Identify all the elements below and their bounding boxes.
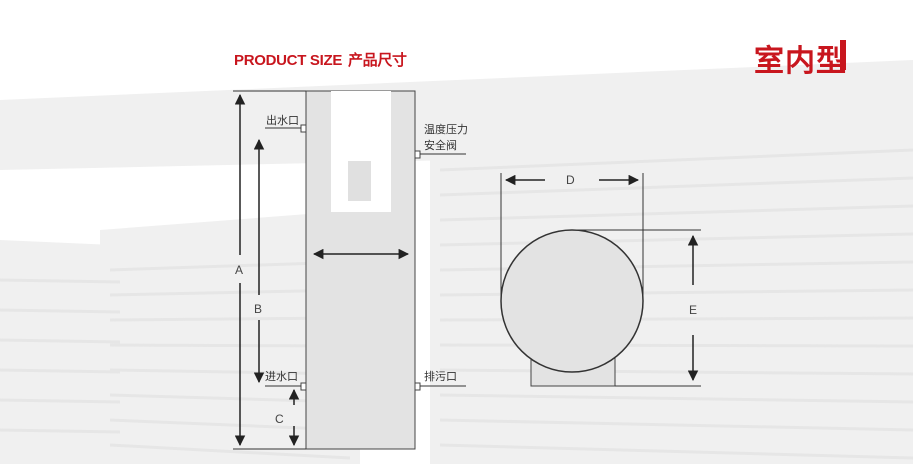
front-view: 出水口 温度压力 安全阀 进水口 排污口 A B C [233,90,468,450]
product-size-heading: PRODUCT SIZE 产品尺寸 [234,49,407,70]
product-size-heading-en: PRODUCT SIZE [234,52,343,69]
title-accent-bar [840,40,846,70]
inlet-port [300,382,307,391]
relief-valve-label-line2: 安全阀 [424,138,457,152]
unit-display-window [348,161,371,201]
top-view: D E [500,173,701,387]
relief-valve-label-line1: 温度压力 [424,122,468,136]
model-type-title: 室内型 [754,44,847,79]
outlet-label: 出水口 [266,113,299,127]
tank-circle [500,229,644,373]
relief-valve-port [414,150,421,159]
dim-a-label: A [235,263,243,277]
dim-c-label: C [275,412,284,426]
dim-b-label: B [254,302,262,316]
dim-d-label: D [566,173,575,187]
inlet-label: 进水口 [265,370,298,383]
drain-port [414,382,421,391]
dim-e-label: E [689,303,697,317]
product-size-heading-cn: 产品尺寸 [347,51,407,69]
outlet-port [300,124,307,133]
drain-label: 排污口 [424,369,457,383]
